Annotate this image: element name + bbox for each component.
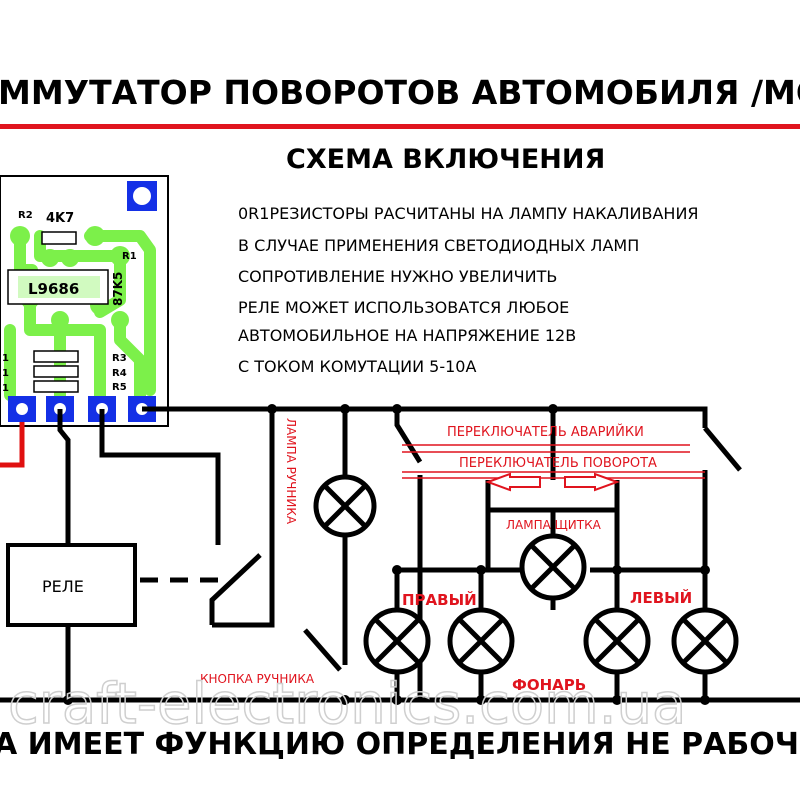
bottom-title: А ИМЕЕТ ФУНКЦИЮ ОПРЕДЕЛЕНИЯ НЕ РАБОЧЕЙ: [0, 726, 800, 762]
title-underline: [0, 124, 800, 129]
chip-inner: [18, 276, 100, 298]
resistor-r4: [33, 365, 79, 378]
dash-lamp-label: ЛАМПА ЩИТКА: [506, 518, 602, 532]
note-line-4: РЕЛЕ МОЖЕТ ИСПОЛЬЗОВАТСЯ ЛЮБОЕ: [238, 298, 569, 317]
left-label: ЛЕВЫЙ: [630, 588, 692, 607]
switch-indicators: [402, 444, 705, 492]
r2-value: 4K7: [46, 211, 74, 226]
junction-dots: [63, 404, 710, 705]
right-lamp-1: [363, 607, 431, 675]
r1-label: R1: [122, 251, 137, 262]
chip-label: L9686: [28, 280, 79, 298]
note-line-1: 0R1РЕЗИСТОРЫ РАСЧИТАНЫ НА ЛАМПУ НАКАЛИВА…: [238, 204, 699, 223]
chip-body: [7, 269, 109, 305]
watermark: craft-electronics.com.ua: [8, 672, 686, 737]
r5-label: R5: [112, 382, 127, 393]
left-lamp-1: [583, 607, 651, 675]
relay: РЕЛЕ: [6, 543, 137, 627]
r2-label: R2: [18, 210, 33, 221]
handbrake-lamp: [313, 474, 377, 538]
one-label-c: 1: [2, 383, 9, 394]
turn-switch-label: ПЕРЕКЛЮЧАТЕЛЬ ПОВОРОТА: [459, 456, 657, 471]
turn-switch-arrow-left: [485, 472, 541, 492]
r3-label: R3: [112, 353, 127, 364]
r4-label: R4: [112, 368, 127, 379]
r1-value: 87K5: [111, 272, 125, 306]
notes-block: 0R1РЕЗИСТОРЫ РАСЧИТАНЫ НА ЛАМПУ НАКАЛИВА…: [238, 204, 699, 376]
handbrake-button-label: КНОПКА РУЧНИКА: [200, 672, 315, 686]
note-line-3: СОПРОТИВЛЕНИЕ НУЖНО УВЕЛИЧИТЬ: [238, 267, 557, 286]
resistor-r5: [33, 380, 79, 393]
relay-box: [6, 543, 137, 627]
diagram-subtitle: СХЕМА ВКЛЮЧЕНИЯ: [286, 144, 605, 175]
pcb-module: R2 4K7 R1 87K5 L9686 R3 R4 R5 1 1 1: [0, 175, 169, 427]
note-line-6: С ТОКОМ КОМУТАЦИИ 5-10А: [238, 357, 476, 376]
note-line-2: В СЛУЧАЕ ПРИМЕНЕНИЯ СВЕТОДИОДНЫХ ЛАМП: [238, 236, 639, 255]
lantern-label: ФОНАРЬ: [512, 676, 586, 694]
hazard-switch-label: ПЕРЕКЛЮЧАТЕЛЬ АВАРИЙКИ: [447, 424, 644, 440]
handbrake-lamp-label: ЛАМПА РУЧНИКА: [284, 418, 298, 525]
resistor-r3: [33, 350, 79, 363]
right-lamp-2: [447, 607, 515, 675]
resistor-r2: [41, 231, 77, 245]
left-lamp-2: [671, 607, 739, 675]
dash-lamp: [519, 533, 587, 601]
turn-switch-arrow-right: [564, 472, 620, 492]
mounting-hole: [133, 187, 151, 205]
right-label: ПРАВЫЙ: [402, 590, 477, 609]
one-label-a: 1: [2, 353, 9, 364]
note-line-5: АВТОМОБИЛЬНОЕ НА НАПРЯЖЕНИЕ 12В: [238, 326, 576, 345]
main-title: ММУТАТОР ПОВОРОТОВ АВТОМОБИЛЯ /МОТОЦ: [0, 73, 800, 112]
one-label-b: 1: [2, 368, 9, 379]
relay-label: РЕЛЕ: [42, 577, 84, 596]
